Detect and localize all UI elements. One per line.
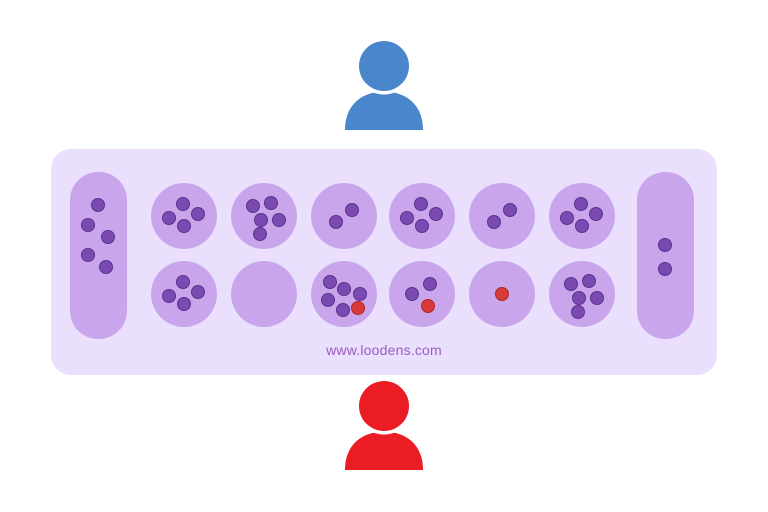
seed <box>323 275 337 289</box>
pit-bottom-5[interactable] <box>469 261 535 327</box>
bottom-player-body <box>345 432 423 470</box>
pit-bottom-3[interactable] <box>311 261 377 327</box>
store-seed <box>101 230 115 244</box>
highlighted-seed <box>351 301 365 315</box>
seed <box>272 213 286 227</box>
pit-top-4[interactable] <box>389 183 455 249</box>
seed <box>253 227 267 241</box>
seed <box>590 291 604 305</box>
store-seed <box>658 262 672 276</box>
pit-top-3[interactable] <box>311 183 377 249</box>
seed <box>564 277 578 291</box>
seed <box>574 197 588 211</box>
seed <box>571 305 585 319</box>
seed <box>503 203 517 217</box>
seed <box>177 219 191 233</box>
highlighted-seed <box>495 287 509 301</box>
seed <box>191 285 205 299</box>
seed <box>246 199 260 213</box>
seed <box>560 211 574 225</box>
seed <box>329 215 343 229</box>
top-player-body <box>345 92 423 130</box>
bottom-player-avatar-icon <box>345 380 423 470</box>
bottom-player-head <box>359 381 409 431</box>
store-seed <box>99 260 113 274</box>
pit-top-1[interactable] <box>151 183 217 249</box>
seed <box>337 282 351 296</box>
highlighted-seed <box>421 299 435 313</box>
seed <box>487 215 501 229</box>
pit-top-6[interactable] <box>549 183 615 249</box>
top-player-head <box>359 41 409 91</box>
seed <box>429 207 443 221</box>
seed <box>415 219 429 233</box>
seed <box>176 275 190 289</box>
top-player-avatar-icon <box>345 40 423 130</box>
seed <box>191 207 205 221</box>
pit-top-2[interactable] <box>231 183 297 249</box>
seed <box>264 196 278 210</box>
seed <box>162 289 176 303</box>
pit-bottom-4[interactable] <box>389 261 455 327</box>
seed <box>345 203 359 217</box>
seed <box>321 293 335 307</box>
store-seed <box>81 248 95 262</box>
store-seed <box>658 238 672 252</box>
watermark-text: www.loodens.com <box>326 342 442 358</box>
seed <box>336 303 350 317</box>
pit-bottom-6[interactable] <box>549 261 615 327</box>
seed <box>177 297 191 311</box>
seed <box>162 211 176 225</box>
pit-bottom-1[interactable] <box>151 261 217 327</box>
right-store[interactable] <box>637 172 694 339</box>
seed <box>589 207 603 221</box>
top-player-neck-gap <box>355 40 413 95</box>
bottom-player-neck-gap <box>355 380 413 435</box>
store-seed <box>91 198 105 212</box>
store-seed <box>81 218 95 232</box>
seed <box>405 287 419 301</box>
seed <box>254 213 268 227</box>
left-store[interactable] <box>70 172 127 339</box>
seed <box>414 197 428 211</box>
mancala-board: www.loodens.com <box>51 149 717 375</box>
seed <box>353 287 367 301</box>
seed <box>423 277 437 291</box>
pit-bottom-2[interactable] <box>231 261 297 327</box>
pit-top-5[interactable] <box>469 183 535 249</box>
seed <box>400 211 414 225</box>
seed <box>575 219 589 233</box>
seed <box>176 197 190 211</box>
seed <box>572 291 586 305</box>
seed <box>582 274 596 288</box>
